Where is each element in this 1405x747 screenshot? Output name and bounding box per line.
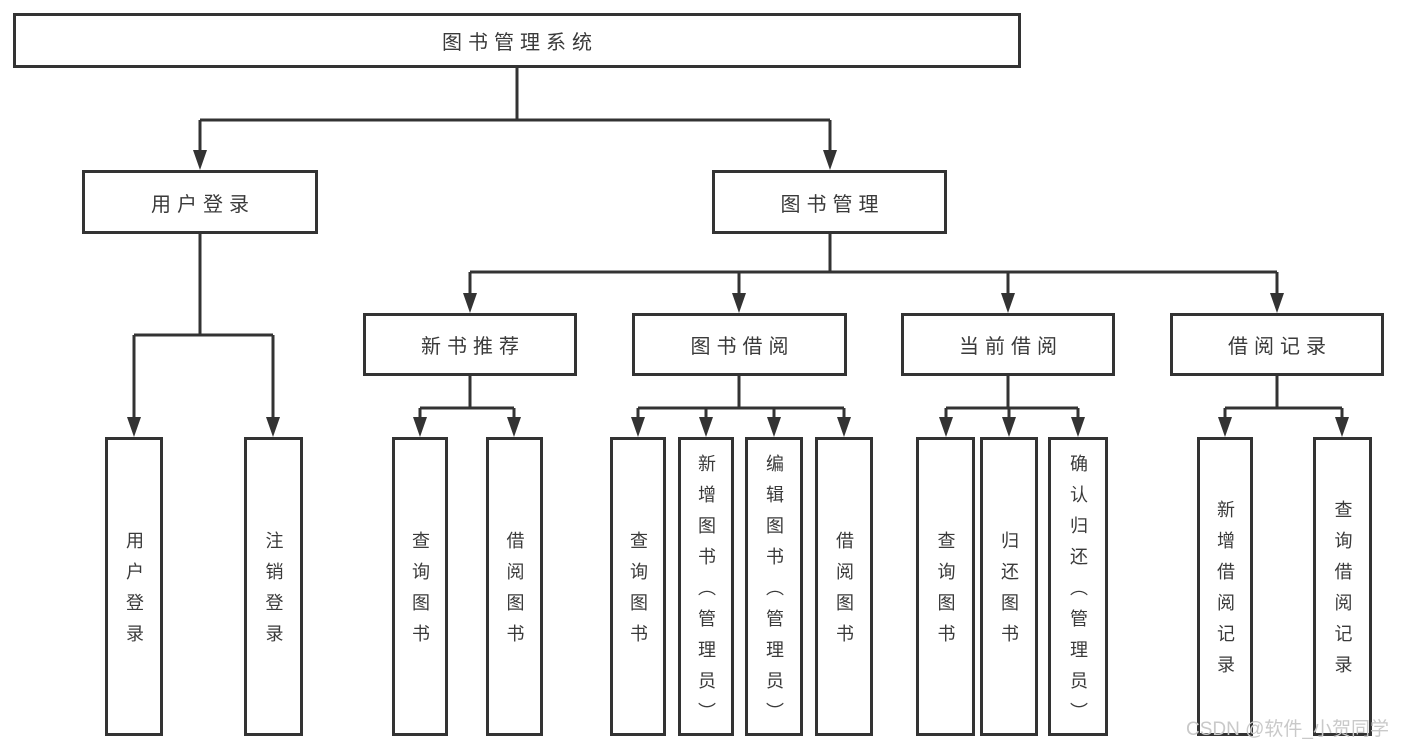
- arrow-down-icon: [1002, 417, 1016, 437]
- node-new-book-recommend: 新书推荐: [363, 313, 577, 376]
- arrow-down-icon: [767, 417, 781, 437]
- leaf-borrow-books-1-label: 借阅图书: [504, 531, 525, 655]
- watermark: CSDN @软件_小贺同学: [1186, 719, 1389, 740]
- leaf-add-book-admin-label: 新增图书（管理员）: [696, 453, 716, 733]
- node-user-login-label: 用户登录: [151, 193, 255, 216]
- node-root-label: 图书管理系统: [442, 32, 598, 54]
- arrow-down-icon: [1218, 417, 1232, 437]
- arrow-down-icon: [1270, 293, 1284, 313]
- leaf-query-books-2: 查询图书: [610, 437, 666, 736]
- leaf-add-borrow-record: 新增借阅记录: [1197, 437, 1253, 736]
- node-borrow-record-label: 借阅记录: [1228, 336, 1332, 358]
- node-current-borrow: 当前借阅: [901, 313, 1115, 376]
- leaf-user-login-label: 用户登录: [124, 531, 144, 655]
- arrow-down-icon: [732, 293, 746, 313]
- arrow-down-icon: [1335, 417, 1349, 437]
- arrow-down-icon: [193, 150, 207, 170]
- leaf-borrow-books-2: 借阅图书: [815, 437, 873, 736]
- leaf-add-borrow-record-label: 新增借阅记录: [1215, 500, 1235, 686]
- leaf-add-book-admin: 新增图书（管理员）: [678, 437, 734, 736]
- connector-path: [132, 68, 1344, 418]
- leaf-confirm-return-admin: 确认归还（管理员）: [1048, 437, 1108, 736]
- arrow-down-icon: [266, 417, 280, 437]
- leaf-confirm-return-admin-label: 确认归还（管理员）: [1068, 453, 1088, 733]
- node-book-management: 图书管理: [712, 170, 947, 234]
- leaf-borrow-books-2-label: 借阅图书: [834, 531, 854, 655]
- leaf-edit-book-admin-label: 编辑图书（管理员）: [764, 453, 784, 733]
- node-root: 图书管理系统: [13, 13, 1021, 68]
- arrow-down-icon: [631, 417, 645, 437]
- leaf-query-books-1-label: 查询图书: [410, 531, 430, 655]
- leaf-query-books-1: 查询图书: [392, 437, 448, 736]
- node-borrow-record: 借阅记录: [1170, 313, 1384, 376]
- leaf-return-book: 归还图书: [980, 437, 1038, 736]
- leaf-logout-label: 注销登录: [263, 531, 284, 655]
- leaf-query-borrow-record-label: 查询借阅记录: [1332, 500, 1353, 686]
- arrow-down-icon: [699, 417, 713, 437]
- arrow-down-icon: [507, 417, 521, 437]
- leaf-logout: 注销登录: [244, 437, 303, 736]
- leaf-query-books-2-label: 查询图书: [628, 531, 648, 655]
- leaf-borrow-books-1: 借阅图书: [486, 437, 543, 736]
- leaf-query-borrow-record: 查询借阅记录: [1313, 437, 1372, 736]
- node-book-management-label: 图书管理: [780, 193, 885, 216]
- node-book-borrow: 图书借阅: [632, 313, 847, 376]
- arrow-down-icon: [127, 417, 141, 437]
- leaf-query-books-3: 查询图书: [916, 437, 975, 736]
- arrow-down-icon: [939, 417, 953, 437]
- node-user-login: 用户登录: [82, 170, 318, 234]
- arrow-down-icon: [1071, 417, 1085, 437]
- leaf-query-books-3-label: 查询图书: [935, 531, 956, 655]
- arrow-down-icon: [1001, 293, 1015, 313]
- arrow-down-icon: [837, 417, 851, 437]
- arrow-down-icon: [823, 150, 837, 170]
- node-book-borrow-label: 图书借阅: [690, 336, 795, 358]
- leaf-user-login: 用户登录: [105, 437, 163, 736]
- node-current-borrow-label: 当前借阅: [959, 336, 1063, 358]
- arrow-down-icon: [413, 417, 427, 437]
- leaf-edit-book-admin: 编辑图书（管理员）: [745, 437, 803, 736]
- arrow-down-icon: [463, 293, 477, 313]
- node-new-book-recommend-label: 新书推荐: [421, 336, 525, 358]
- leaf-return-book-label: 归还图书: [999, 531, 1019, 655]
